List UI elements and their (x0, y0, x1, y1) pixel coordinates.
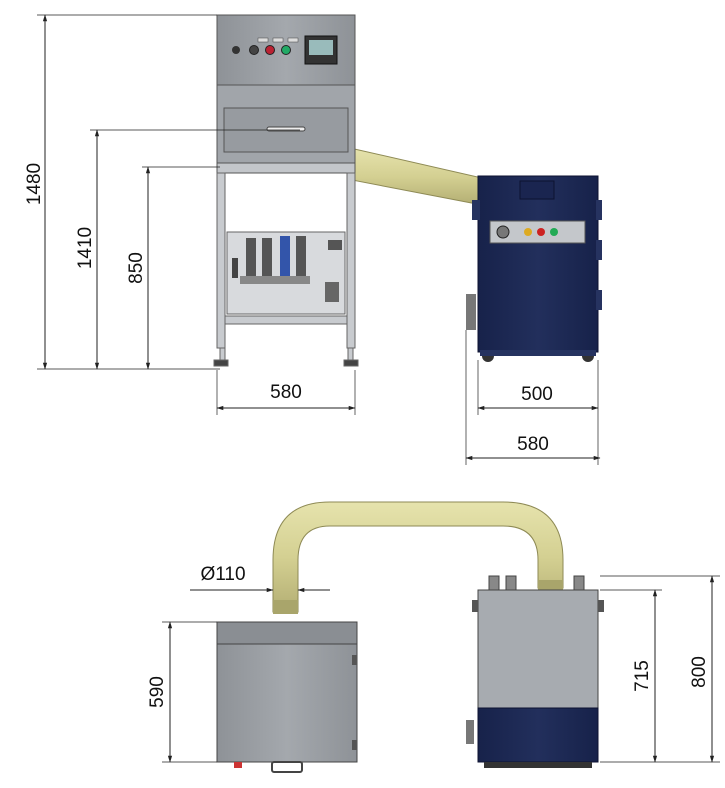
indicator-lights-icon (524, 228, 558, 236)
dim-duct-diameter: Ø110 (200, 564, 245, 585)
dim-unit-depth: 590 (147, 676, 168, 708)
dim-base-width: 580 (270, 382, 302, 403)
work-table-top (216, 621, 358, 773)
dim-extractor-overall-width: 580 (517, 434, 549, 455)
drawer-handle (266, 126, 306, 132)
duct-front (349, 147, 483, 206)
drawer-handle-top (271, 761, 303, 773)
control-panel-icon (232, 35, 338, 65)
dimension-lines-top (162, 575, 720, 763)
extractor-front (466, 175, 602, 362)
power-switch-icon (496, 225, 510, 239)
duct-top (272, 501, 564, 613)
extractor-top (466, 575, 604, 768)
table-frame (213, 172, 359, 367)
dimension-lines-front (37, 14, 601, 465)
dim-extractor-overall-height: 800 (689, 656, 710, 688)
dim-extractor-width: 500 (521, 384, 553, 405)
dim-total-height: 1480 (24, 163, 45, 205)
dim-leg-height: 850 (126, 252, 147, 284)
dim-extractor-body-height: 715 (632, 660, 653, 692)
front-view: 1480 1410 850 580 500 580 (24, 14, 602, 465)
pneumatic-panel (226, 231, 346, 315)
top-view: Ø110 590 715 800 (147, 501, 720, 773)
dim-table-height: 1410 (75, 227, 96, 269)
